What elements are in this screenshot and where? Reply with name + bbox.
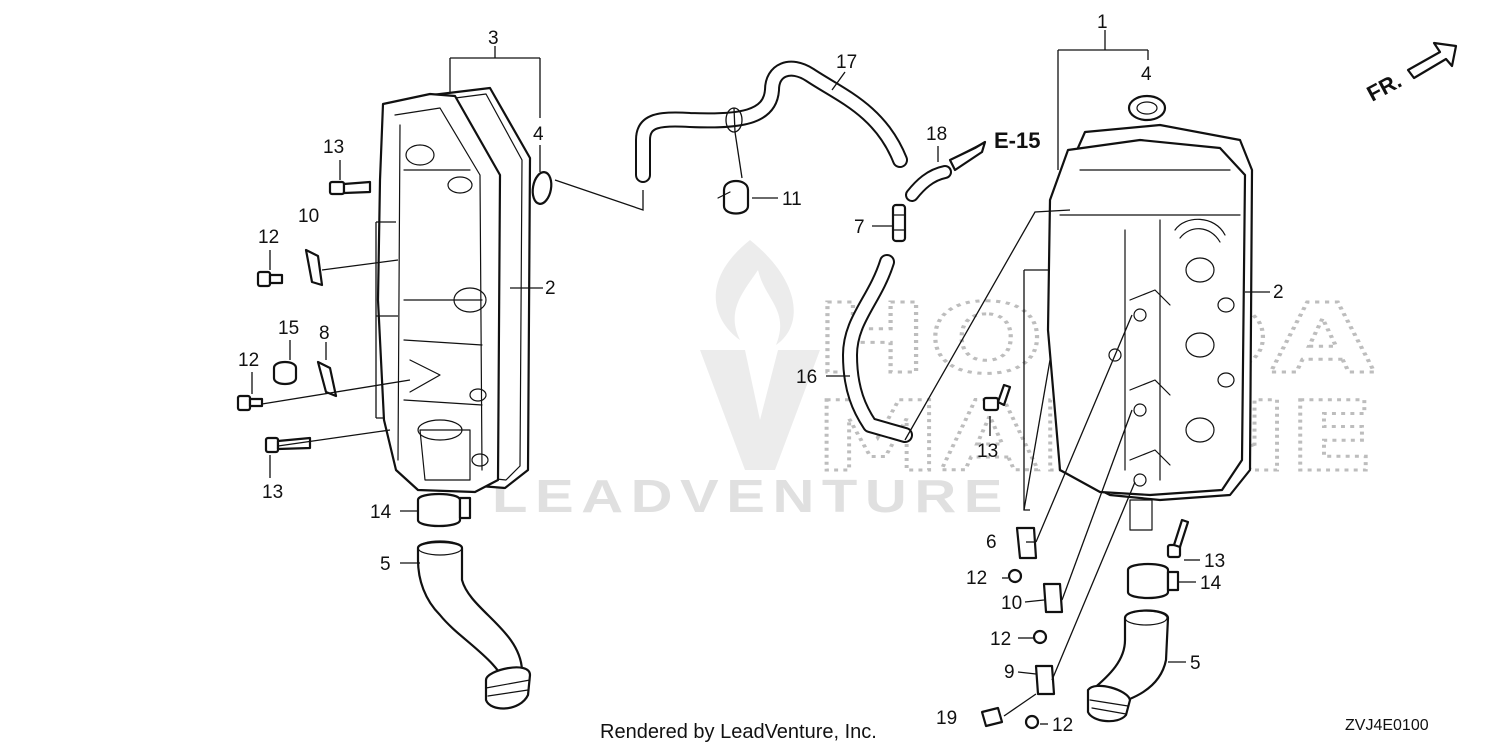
left-hose-band: [416, 492, 462, 528]
left-cover-body: [376, 92, 502, 494]
callout-16: 16: [796, 367, 817, 388]
callout-8: 8: [319, 323, 330, 344]
callout-4-right: 4: [1141, 64, 1152, 85]
callout-12-right-3: 12: [1052, 715, 1073, 736]
right-cover-body: [1046, 138, 1247, 497]
footer-credit: Rendered by LeadVenture, Inc.: [600, 721, 877, 743]
callout-7: 7: [854, 217, 865, 238]
right-cover-assembly: [1046, 94, 1254, 531]
breather-hoses: [635, 60, 987, 443]
watermark-brand: LEADVENTURE: [492, 470, 1010, 522]
reference-e15: E-15: [994, 128, 1040, 153]
leader-lines: [251, 30, 1270, 725]
direction-label: FR.: [1363, 68, 1406, 107]
callout-6: 6: [986, 532, 997, 553]
right-seal: [1127, 94, 1167, 122]
clip-19: [980, 706, 1004, 728]
callout-10-right: 10: [1001, 593, 1022, 614]
direction-arrow-icon: [1406, 41, 1458, 80]
callout-12-right-2: 12: [990, 629, 1011, 650]
callout-2-left: 2: [545, 278, 556, 299]
callout-14-left: 14: [370, 502, 392, 523]
callout-9: 9: [1004, 662, 1015, 683]
callout-19: 19: [936, 708, 957, 729]
callout-4-left: 4: [533, 124, 544, 145]
callout-17: 17: [836, 52, 857, 73]
right-hose-band: [1126, 562, 1170, 600]
callout-10-left: 10: [298, 206, 319, 227]
bracket-9: [1034, 664, 1056, 696]
callout-5-right: 5: [1190, 653, 1201, 674]
callout-3: 3: [488, 28, 499, 49]
joint-7: [891, 203, 907, 243]
callout-12-left-lower: 12: [238, 350, 259, 371]
callout-12-left-upper: 12: [258, 227, 279, 248]
callout-12-right-1: 12: [966, 568, 987, 589]
callout-15: 15: [278, 318, 299, 339]
bracket-10: [1042, 582, 1064, 614]
hose-clip-11: [722, 179, 750, 215]
callout-2-right: 2: [1273, 282, 1284, 303]
callout-labels: 1 2 2 3 4 4 5 5 6 7 8 9 10 10 11 12 12 1…: [238, 12, 1284, 736]
callout-1: 1: [1097, 12, 1108, 33]
callout-13-left-bottom: 13: [262, 482, 283, 503]
left-seal: [531, 171, 553, 205]
left-cover-assembly: [376, 86, 553, 494]
callout-13-right-center: 13: [977, 441, 998, 462]
right-fasteners: [980, 383, 1190, 730]
callout-13-left-top: 13: [323, 137, 344, 158]
callout-13-right-bottom: 13: [1204, 551, 1225, 572]
callout-11: 11: [782, 189, 802, 210]
callout-5-left: 5: [380, 554, 391, 575]
front-direction-indicator: FR.: [1363, 41, 1458, 107]
callout-14-right: 14: [1200, 573, 1222, 594]
diagram-code: ZVJ4E0100: [1345, 717, 1429, 734]
watermark-flame-icon: [700, 240, 820, 470]
bracket-6: [1015, 526, 1038, 560]
callout-18: 18: [926, 124, 947, 145]
